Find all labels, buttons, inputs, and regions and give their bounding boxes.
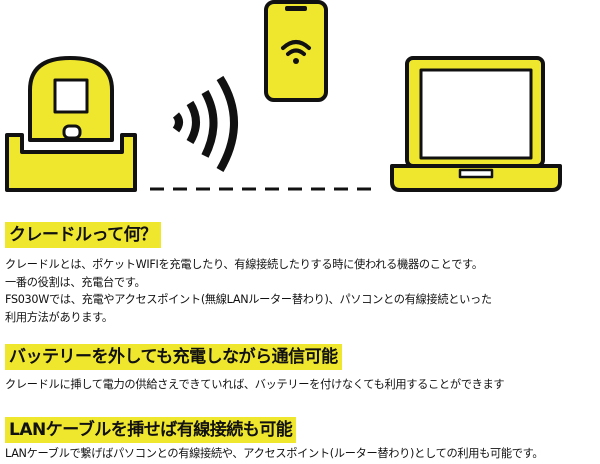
body-line: 利用方法があります。	[5, 311, 113, 324]
body-line: LANケーブルで繋げばパソコンとの有線接続や、アクセスポイント(ルーター替わり)…	[5, 447, 544, 460]
body-line: FS030Wでは、充電やアクセスポイント(無線LANルーター替わり)、パソコンと…	[5, 293, 492, 306]
heading-lan-cable: LANケーブルを挿せば有線接続も可能	[5, 417, 297, 443]
heading-battery-free: バッテリーを外しても充電しながら通信可能	[5, 344, 342, 370]
laptop-icon	[390, 56, 562, 192]
body-line: クレードルに挿して電力の供給さえできていれば、バッテリーを付けなくても利用するこ…	[5, 378, 505, 391]
body-line: 一番の役割は、充電台です。	[5, 276, 146, 289]
wifi-signal-icon	[172, 75, 238, 173]
cradle-icon	[5, 56, 137, 192]
body-line: クレードルとは、ポケットWIFIを充電したり、有線接続したりする時に使われる機器…	[5, 258, 483, 271]
illustration	[5, 0, 562, 192]
smartphone-icon	[264, 0, 328, 102]
heading-what-is-cradle: クレードルって何？	[5, 222, 161, 248]
